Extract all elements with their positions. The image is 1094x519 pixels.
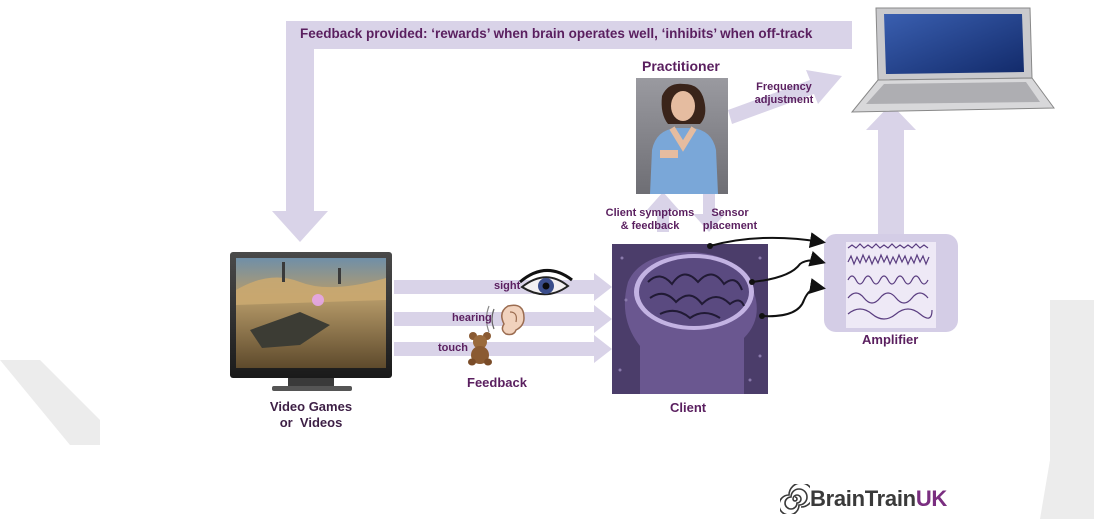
amplifier-label: Amplifier <box>862 332 919 347</box>
teddy-bear-icon <box>468 332 492 366</box>
laptop-icon <box>850 7 1055 113</box>
amplifier-to-laptop-arrow <box>866 104 916 234</box>
feedback-label: Feedback <box>467 375 527 390</box>
video-monitor <box>230 252 392 391</box>
client-symptoms-line-2: & feedback <box>620 220 680 232</box>
feedback-banner-text: Feedback provided: ‘rewards’ when brain … <box>300 26 813 41</box>
sensor-placement-line-1: Sensor <box>711 207 749 219</box>
sight-label: sight <box>494 280 521 292</box>
feedback-banner-band <box>286 21 852 49</box>
frequency-adjustment-arrow <box>728 70 842 124</box>
amplifier-screen <box>846 242 936 328</box>
sight-arrowhead <box>594 273 612 301</box>
electrode-wires <box>707 232 826 319</box>
feedback-down-arrowhead <box>272 211 328 242</box>
frequency-adjustment-line-1: Frequency <box>756 81 812 93</box>
game-screen <box>236 258 386 368</box>
frequency-adjustment-label: Frequency adjustment <box>744 81 824 107</box>
sensor-placement-label: Sensor placement <box>698 207 762 233</box>
client-to-practitioner-arrows <box>647 192 725 232</box>
eye-icon <box>519 269 573 296</box>
feedback-loop-arrow <box>272 21 852 242</box>
client-head-box <box>612 244 768 394</box>
hearing-label: hearing <box>452 312 492 324</box>
feedback-down-shaft <box>286 21 314 211</box>
spiral-logo-icon <box>780 484 810 514</box>
logo-brand-text: BrainTrain <box>810 486 916 511</box>
sensor-placement-line-2: placement <box>702 220 758 232</box>
logo-uk-text: UK <box>915 486 947 511</box>
monitor-base <box>272 386 352 391</box>
touch-label: touch <box>438 342 468 354</box>
client-symptoms-label: Client symptoms & feedback <box>600 207 700 233</box>
video-games-label: Video Games or Videos <box>250 399 372 431</box>
touch-arrowhead <box>594 335 612 363</box>
monitor-neck <box>288 378 334 386</box>
amplifier-panel <box>824 234 958 332</box>
video-games-line-1: Video Games <box>269 399 353 414</box>
practitioner-photo <box>636 78 728 194</box>
right-bg-shape <box>1040 300 1094 519</box>
video-games-line-2: or Videos <box>279 415 343 430</box>
touch-arrow-shaft <box>394 342 596 356</box>
brain-shape <box>639 258 749 326</box>
client-label: Client <box>670 400 707 415</box>
hearing-arrowhead <box>594 305 612 333</box>
hearing-arrow-shaft <box>394 312 596 326</box>
frequency-adjustment-line-2: adjustment <box>754 94 814 106</box>
client-symptoms-line-1: Client symptoms <box>605 207 695 219</box>
practitioner-label: Practitioner <box>642 58 720 74</box>
left-bg-shape <box>0 360 100 445</box>
ear-icon <box>485 304 525 336</box>
